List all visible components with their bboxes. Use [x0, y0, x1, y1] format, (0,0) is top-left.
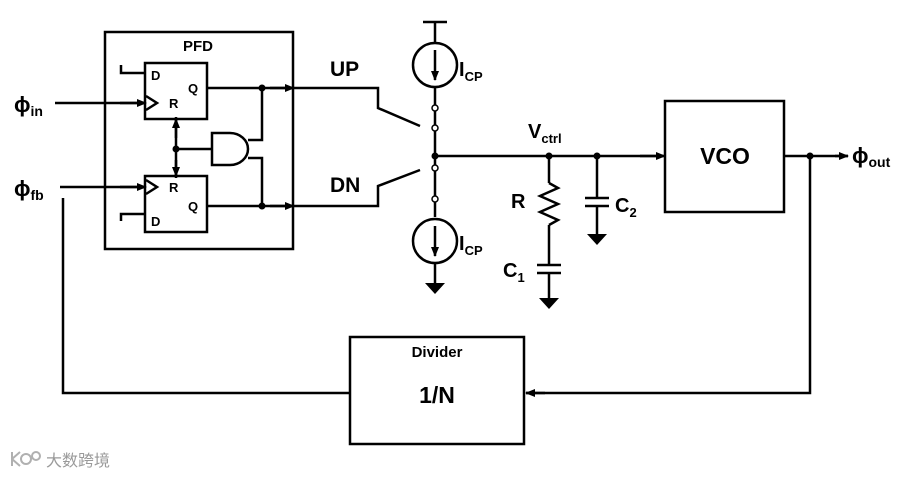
- icp-bottom-label: ICP: [459, 233, 483, 258]
- divider-box: [348, 335, 526, 446]
- current-source-bottom: [411, 217, 459, 265]
- clock-triangle-bottom: [145, 178, 160, 196]
- c1-label: C1: [503, 260, 525, 285]
- ground-symbols: [425, 234, 607, 309]
- resistor-label: R: [511, 191, 526, 213]
- phi-fb-label: ϕfb: [14, 176, 44, 203]
- divider-ratio: 1/N: [419, 382, 455, 408]
- ff-top-d-label: D: [151, 68, 160, 83]
- phi-out-label: ϕout: [852, 143, 891, 170]
- phi-in-label: ϕin: [14, 92, 43, 119]
- ff-bottom-r-label: R: [169, 180, 179, 195]
- watermark-logo-icon: [11, 451, 41, 467]
- divider-title: Divider: [412, 344, 463, 361]
- up-label: UP: [330, 58, 359, 81]
- ff-top-r-label: R: [169, 96, 179, 111]
- resistor-r: [536, 181, 562, 227]
- c2-label: C2: [615, 195, 637, 220]
- dn-label: DN: [330, 174, 360, 197]
- watermark-text: 大数跨境: [46, 451, 110, 470]
- ff-bottom-q-label: Q: [188, 199, 198, 214]
- and-gate: [210, 131, 250, 167]
- ff-bottom-d-label: D: [151, 214, 160, 229]
- icp-top-label: ICP: [459, 59, 483, 84]
- current-source-top: [411, 41, 459, 89]
- clock-triangle-top: [145, 94, 160, 112]
- capacitor-c1: [537, 263, 561, 275]
- pfd-box: [103, 30, 295, 251]
- vctrl-label: Vctrl: [528, 121, 562, 146]
- pfd-title: PFD: [183, 38, 213, 55]
- capacitor-c2: [585, 196, 609, 208]
- ff-top-q-label: Q: [188, 81, 198, 96]
- vco-label: VCO: [700, 143, 750, 169]
